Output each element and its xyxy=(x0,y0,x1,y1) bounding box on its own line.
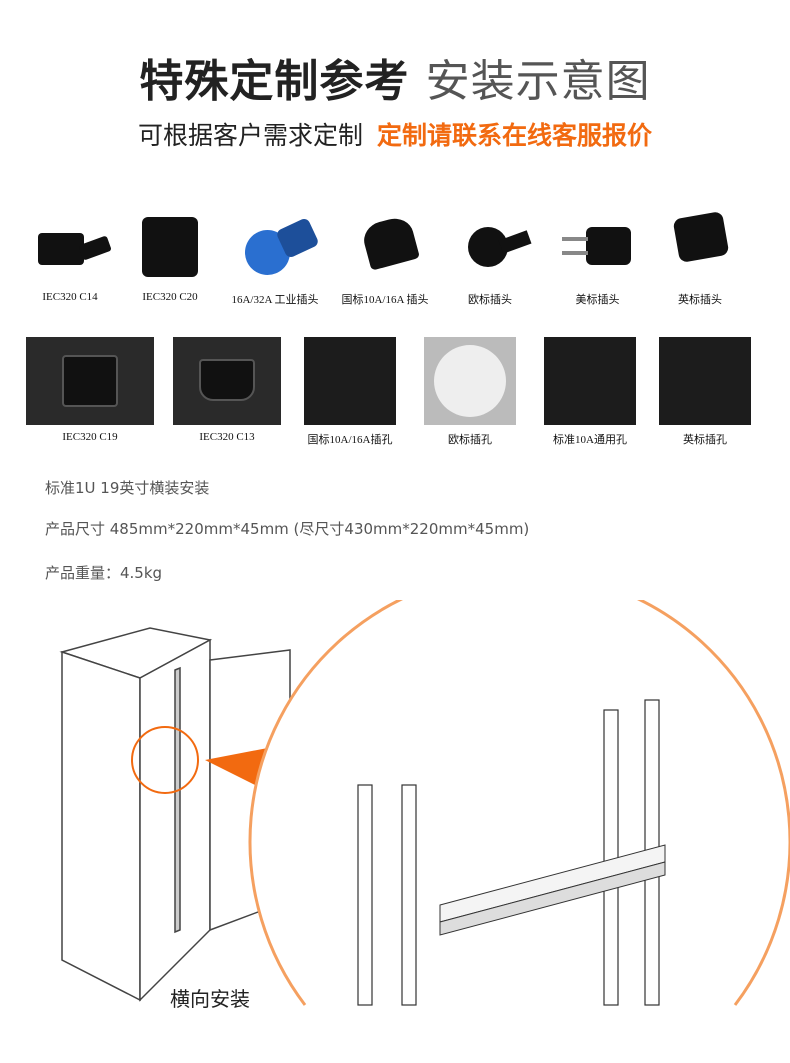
subtitle-highlight: 定制请联系在线客服报价 xyxy=(377,121,653,150)
uk-plug-icon xyxy=(660,210,740,285)
iec-c13-socket-icon xyxy=(173,337,281,425)
socket-label: IEC320 C13 xyxy=(199,431,255,443)
plug-label: IEC320 C14 xyxy=(42,291,98,303)
plug-item: IEC320 C14 xyxy=(25,215,115,303)
magnified-circle xyxy=(248,600,790,1006)
socket-item: 国标10A/16A插孔 xyxy=(300,337,400,447)
plug-label: 英标插头 xyxy=(678,294,722,306)
socket-label: 英标插孔 xyxy=(683,434,727,446)
eu-socket-icon xyxy=(424,337,516,425)
plug-label: 欧标插头 xyxy=(468,294,512,306)
iec-c19-socket-icon xyxy=(26,337,154,425)
plug-item: IEC320 C20 xyxy=(125,215,215,303)
iec-c14-plug-icon xyxy=(30,215,112,285)
uk-socket-icon xyxy=(659,337,751,425)
plug-label: 国标10A/16A 插头 xyxy=(341,294,429,306)
socket-label: 国标10A/16A插孔 xyxy=(307,434,393,446)
plug-label: IEC320 C20 xyxy=(142,291,198,303)
socket-label: 欧标插孔 xyxy=(448,434,492,446)
spec-mount: 标准1U 19英寸横装安装 xyxy=(45,479,210,497)
socket-item: 欧标插孔 xyxy=(420,337,520,447)
zoom-circle xyxy=(131,726,199,794)
industrial-plug-icon xyxy=(235,215,320,285)
socket-item: IEC320 C19 xyxy=(25,337,155,443)
spec-weight: 产品重量：4.5kg xyxy=(45,564,163,582)
plug-label: 美标插头 xyxy=(575,294,620,306)
socket-label: 标准10A通用孔 xyxy=(553,434,627,446)
socket-item: 标准10A通用孔 xyxy=(540,337,640,447)
title-light: 安装示意图 xyxy=(425,56,651,107)
socket-label: IEC320 C19 xyxy=(62,431,118,443)
socket-item: IEC320 C13 xyxy=(172,337,282,443)
socket-item: 英标插孔 xyxy=(655,337,755,447)
plug-item: 英标插头 xyxy=(660,210,740,307)
spec-size: 产品尺寸 485mm*220mm*45mm (尽尺寸430mm*220mm*45… xyxy=(45,520,530,538)
page-title: 特殊定制参考 安装示意图 xyxy=(0,45,790,109)
us-plug-icon xyxy=(558,215,638,285)
plug-item: 欧标插头 xyxy=(450,215,532,307)
eu-plug-icon xyxy=(450,215,532,285)
iec-c20-plug-icon xyxy=(130,215,210,285)
plug-label: 16A/32A 工业插头 xyxy=(231,294,319,306)
plug-item: 美标插头 xyxy=(555,215,640,307)
subtitle-text: 可根据客户需求定制 xyxy=(137,121,363,150)
subtitle: 可根据客户需求定制定制请联系在线客服报价 xyxy=(0,116,790,152)
installation-diagram xyxy=(59,600,790,1006)
title-bold: 特殊定制参考 xyxy=(139,56,410,107)
plug-item: 16A/32A 工业插头 xyxy=(220,215,330,307)
plug-item: 国标10A/16A 插头 xyxy=(335,214,435,307)
universal-socket-icon xyxy=(544,337,636,425)
diagram-caption: 横向安装 xyxy=(170,987,250,1011)
china-socket-icon xyxy=(304,337,396,425)
china-plug-icon xyxy=(345,214,425,285)
